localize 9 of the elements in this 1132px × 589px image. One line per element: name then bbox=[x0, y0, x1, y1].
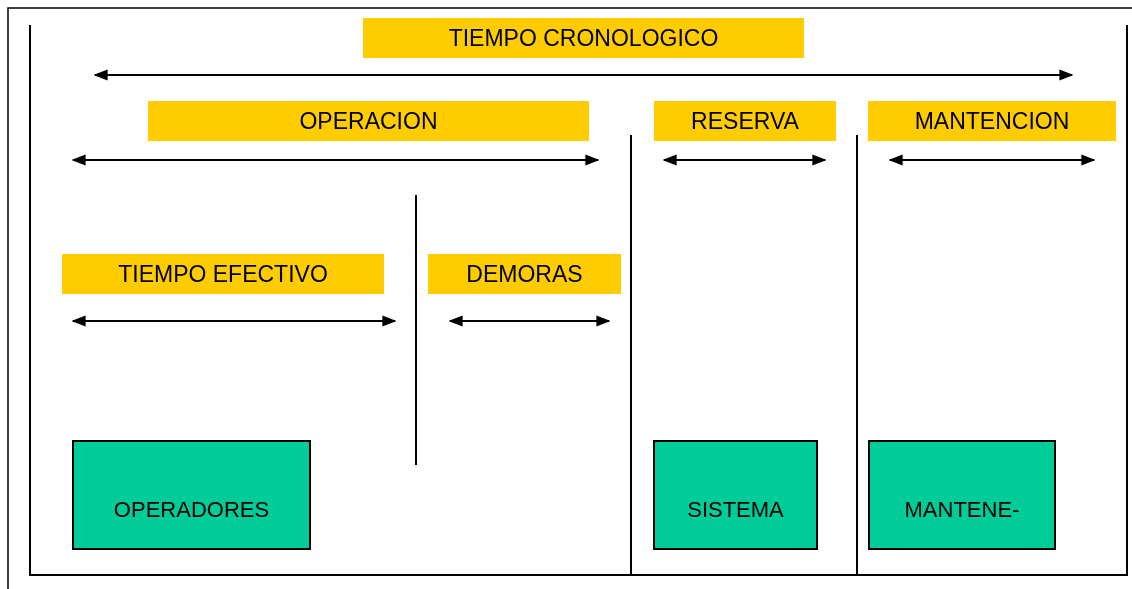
period-label-box: RESERVA bbox=[654, 101, 836, 141]
period-label-box: OPERACION bbox=[148, 101, 589, 141]
period-label-box: DEMORAS bbox=[428, 254, 621, 294]
period-label-box: MANTENCION bbox=[868, 101, 1116, 141]
period-label-box: TIEMPO CRONOLOGICO bbox=[363, 18, 804, 58]
role-box: OPERADORES bbox=[72, 440, 311, 550]
role-box: MANTENE- bbox=[868, 440, 1056, 550]
period-label-box: TIEMPO EFECTIVO bbox=[62, 254, 384, 294]
role-box: SISTEMA bbox=[653, 440, 818, 550]
